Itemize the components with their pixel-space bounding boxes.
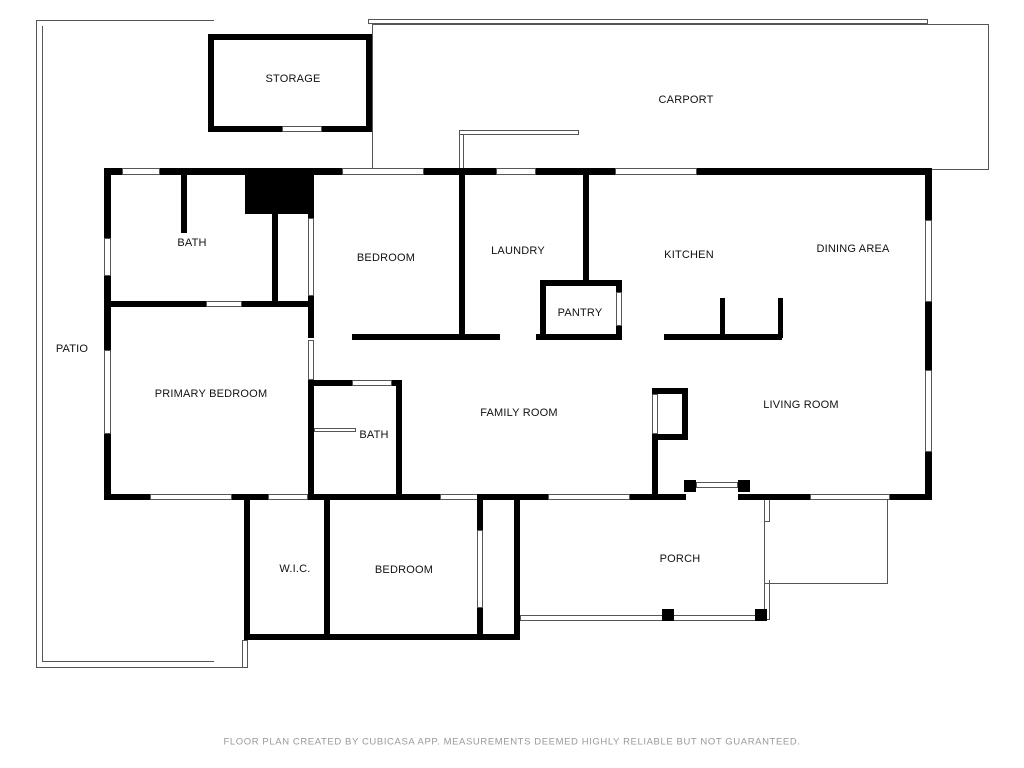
porch-post-b: [755, 609, 767, 621]
window: [925, 220, 932, 302]
carport-beam: [459, 130, 579, 135]
bath2-wall-right: [396, 380, 402, 498]
carport-post-line: [459, 130, 464, 170]
room-label-bedroom: BEDROOM: [356, 252, 416, 264]
disclaimer-text: FLOOR PLAN CREATED BY CUBICASA APP. MEAS…: [223, 736, 801, 748]
kitchen-counter-post-b: [778, 298, 783, 338]
wic-wall-bottom: [244, 634, 520, 640]
room-label-primary-bedroom: PRIMARY BEDROOM: [154, 388, 268, 400]
wic-door: [268, 494, 308, 500]
window: [925, 370, 932, 452]
porch-outline-b: [764, 498, 770, 522]
wall-laundry-right: [583, 175, 589, 283]
window: [342, 168, 424, 175]
primary-door: [308, 340, 314, 380]
window: [548, 494, 630, 500]
window: [496, 168, 536, 175]
patio-right-edge: [242, 640, 248, 668]
window: [104, 350, 111, 434]
alcove-right: [682, 388, 688, 440]
bedroom-wall-bottom: [352, 334, 500, 340]
room-label-wic: W.I.C.: [279, 563, 311, 575]
bath-wall-stub: [181, 175, 187, 233]
porch-side: [764, 580, 770, 620]
storage-wall-right: [366, 34, 372, 132]
house-wall-left: [104, 168, 111, 500]
room-label-living-room: LIVING ROOM: [763, 399, 839, 411]
bath-door: [206, 301, 242, 307]
room-label-laundry: LAUNDRY: [491, 245, 545, 257]
bedroom2-wall-right: [514, 494, 520, 640]
room-label-bath: BATH: [177, 237, 207, 249]
wall-primary-right: [308, 380, 314, 500]
porch-outline-a: [764, 498, 888, 584]
carport-top-edge: [368, 19, 928, 24]
room-label-kitchen: KITCHEN: [664, 249, 714, 261]
room-label-storage: STORAGE: [265, 73, 321, 85]
alcove-top: [652, 388, 688, 394]
room-label-porch: PORCH: [659, 553, 701, 565]
wall-laundry-left: [459, 175, 465, 340]
patio-outline-bottom: [36, 662, 248, 668]
alcove-mid: [652, 434, 688, 440]
bedroom2-closet-door: [477, 530, 483, 608]
bedroom2-door: [440, 494, 478, 500]
chimney: [245, 170, 313, 214]
pantry-wall-left: [540, 280, 546, 340]
bath2-window: [352, 380, 392, 386]
window: [810, 494, 890, 500]
wic-wall-left: [244, 494, 250, 640]
pantry-door: [616, 292, 622, 326]
bedroom-door: [308, 218, 314, 296]
entry-post-b: [738, 480, 750, 492]
storage-wall-top: [208, 34, 372, 40]
wic-wall-right: [324, 494, 330, 640]
alcove-door: [652, 394, 658, 434]
storage-door: [282, 126, 322, 132]
alcove-left: [652, 434, 658, 500]
room-label-dining-area: DINING AREA: [816, 243, 890, 255]
room-label-carport: CARPORT: [658, 94, 714, 106]
entry-post-a: [684, 480, 696, 492]
window: [104, 238, 111, 276]
window: [122, 168, 160, 175]
porch-front-rail: [520, 615, 766, 621]
kitchen-counter-post-a: [720, 298, 725, 338]
bath-closet-wall: [272, 212, 278, 306]
storage-wall-left: [208, 34, 214, 132]
patio-inner: [42, 26, 214, 662]
bath2-shelf: [314, 428, 356, 432]
window: [150, 494, 232, 500]
room-label-patio: PATIO: [55, 343, 89, 355]
front-door: [696, 482, 738, 488]
room-label-family-room: FAMILY ROOM: [480, 407, 558, 419]
laundry-wall-bottom: [536, 334, 622, 340]
house-wall-right: [925, 168, 932, 500]
room-label-bedroom-lower: BEDROOM: [374, 564, 434, 576]
window: [615, 168, 697, 175]
room-label-pantry: PANTRY: [557, 307, 603, 319]
room-label-bath-lower: BATH: [359, 429, 389, 441]
porch-post-a: [662, 609, 674, 621]
pantry-wall-top: [540, 280, 622, 286]
